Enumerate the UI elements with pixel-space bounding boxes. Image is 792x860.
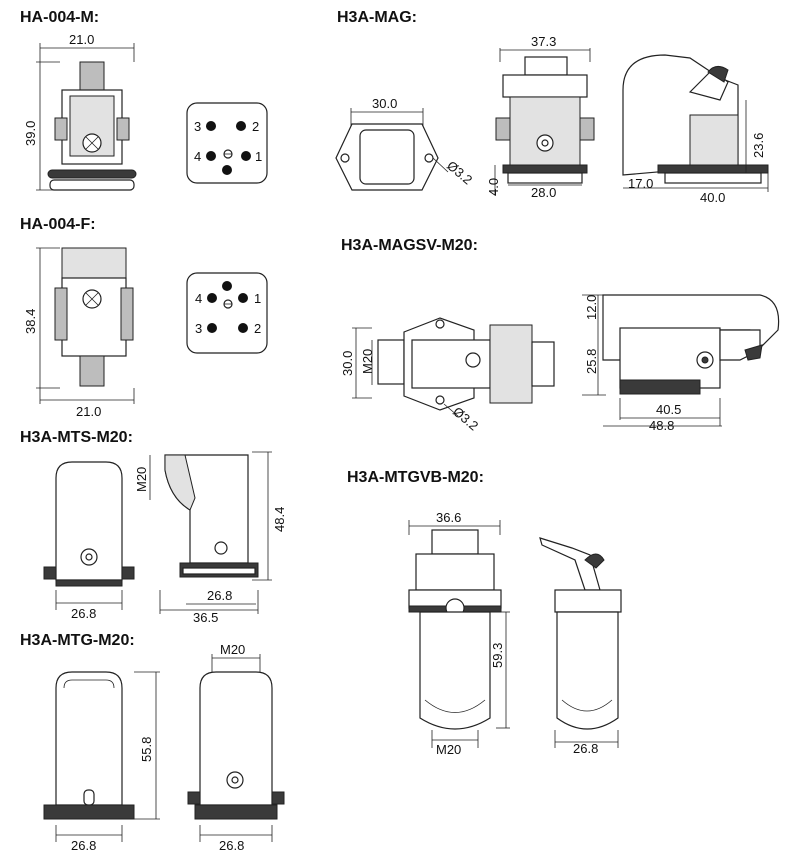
- h3a-mag-plate-view: 30.0 Ø3.2: [335, 96, 475, 191]
- h3a-mtg-front-view: 55.8 26.8: [43, 671, 160, 853]
- ha-004-f-drawing: 38.4 21.0: [23, 247, 135, 419]
- title-ha-004-m: HA-004-M:: [20, 9, 100, 26]
- magsv-body-h-label: 25.8: [584, 349, 599, 374]
- ha-004-m-drawing: 21.0 39.0: [23, 32, 137, 191]
- ha004m-pin-3: 3: [194, 119, 201, 134]
- magsv-len2-label: 48.8: [649, 418, 674, 433]
- mts-front-width-label: 26.8: [71, 606, 96, 621]
- mag-offset-label: 17.0: [628, 176, 653, 191]
- h3a-mtgvb-front-view: 36.6 59.3 M20: [408, 510, 510, 757]
- mag-top-width-label: 37.3: [531, 34, 556, 49]
- mag-hole-label: Ø3.2: [444, 158, 475, 188]
- h3a-mag-front-view: 37.3 4.0 28.0: [486, 34, 595, 200]
- ha004f-pin-2: 2: [254, 321, 261, 336]
- title-ha-004-f: HA-004-F:: [20, 216, 96, 233]
- mtgvb-m20-label: M20: [436, 742, 461, 757]
- title-h3a-mts-m20: H3A-MTS-M20:: [20, 429, 133, 446]
- title-h3a-magsv-m20: H3A-MAGSV-M20:: [341, 237, 478, 254]
- magsv-len1-label: 40.5: [656, 402, 681, 417]
- ha004m-pin-4: 4: [194, 149, 201, 164]
- h3a-mts-front-view: 26.8: [43, 461, 135, 621]
- h3a-mtgvb-side-view: 26.8: [539, 537, 622, 756]
- mts-height-label: 48.4: [272, 507, 287, 532]
- ha004f-pin-3: 3: [195, 321, 202, 336]
- ha004m-pin-2: 2: [252, 119, 259, 134]
- mtgvb-top-w-label: 36.6: [436, 510, 461, 525]
- ha004m-pin-1: 1: [255, 149, 262, 164]
- mtgvb-side-w-label: 26.8: [573, 741, 598, 756]
- mag-plate-width-label: 30.0: [372, 96, 397, 111]
- mag-base-h-label: 4.0: [486, 178, 501, 196]
- ha004f-pin-1: 1: [254, 291, 261, 306]
- ha004f-pin-4: 4: [195, 291, 202, 306]
- magsv-hole-label: Ø3.2: [450, 404, 481, 434]
- magsv-m20-label: M20: [360, 349, 375, 374]
- title-h3a-mag: H3A-MAG:: [337, 9, 417, 26]
- mts-side-width-label: 26.8: [207, 588, 232, 603]
- title-h3a-mtg-m20: H3A-MTG-M20:: [20, 632, 135, 649]
- h3a-mts-side-view: M20 48.4 26.8 36.5: [134, 451, 287, 625]
- mtg-side-width-label: 26.8: [219, 838, 244, 853]
- mtgvb-height-label: 59.3: [490, 643, 505, 668]
- ha004f-height-label: 38.4: [23, 309, 38, 334]
- title-h3a-mtgvb-m20: H3A-MTGVB-M20:: [347, 469, 484, 486]
- ha004f-width-label: 21.0: [76, 404, 101, 419]
- mtg-height-label: 55.8: [139, 737, 154, 762]
- magsv-height-label: 30.0: [340, 351, 355, 376]
- mag-base-w-label: 28.0: [531, 185, 556, 200]
- ha-004-f-pin-face: 4 1 3 2: [186, 272, 268, 354]
- mag-length-label: 40.0: [700, 190, 725, 205]
- ha-004-m-pin-face: 3 2 4 1: [186, 102, 268, 184]
- h3a-magsv-side-view: 12.0 25.8 40.5 48.8: [582, 294, 780, 433]
- mag-height-label: 23.6: [751, 133, 766, 158]
- magsv-top-h-label: 12.0: [584, 295, 599, 320]
- mts-depth-label: 36.5: [193, 610, 218, 625]
- ha004m-height-label: 39.0: [23, 121, 38, 146]
- mts-m20-label: M20: [134, 467, 149, 492]
- mtg-front-width-label: 26.8: [71, 838, 96, 853]
- h3a-mtg-side-view: M20 26.8: [187, 642, 285, 853]
- h3a-magsv-top-view: 30.0 M20 Ø3.2: [340, 317, 555, 434]
- mtg-m20-label: M20: [220, 642, 245, 657]
- ha004m-width-label: 21.0: [69, 32, 94, 47]
- h3a-mag-side-view: 23.6 17.0 40.0: [622, 54, 769, 205]
